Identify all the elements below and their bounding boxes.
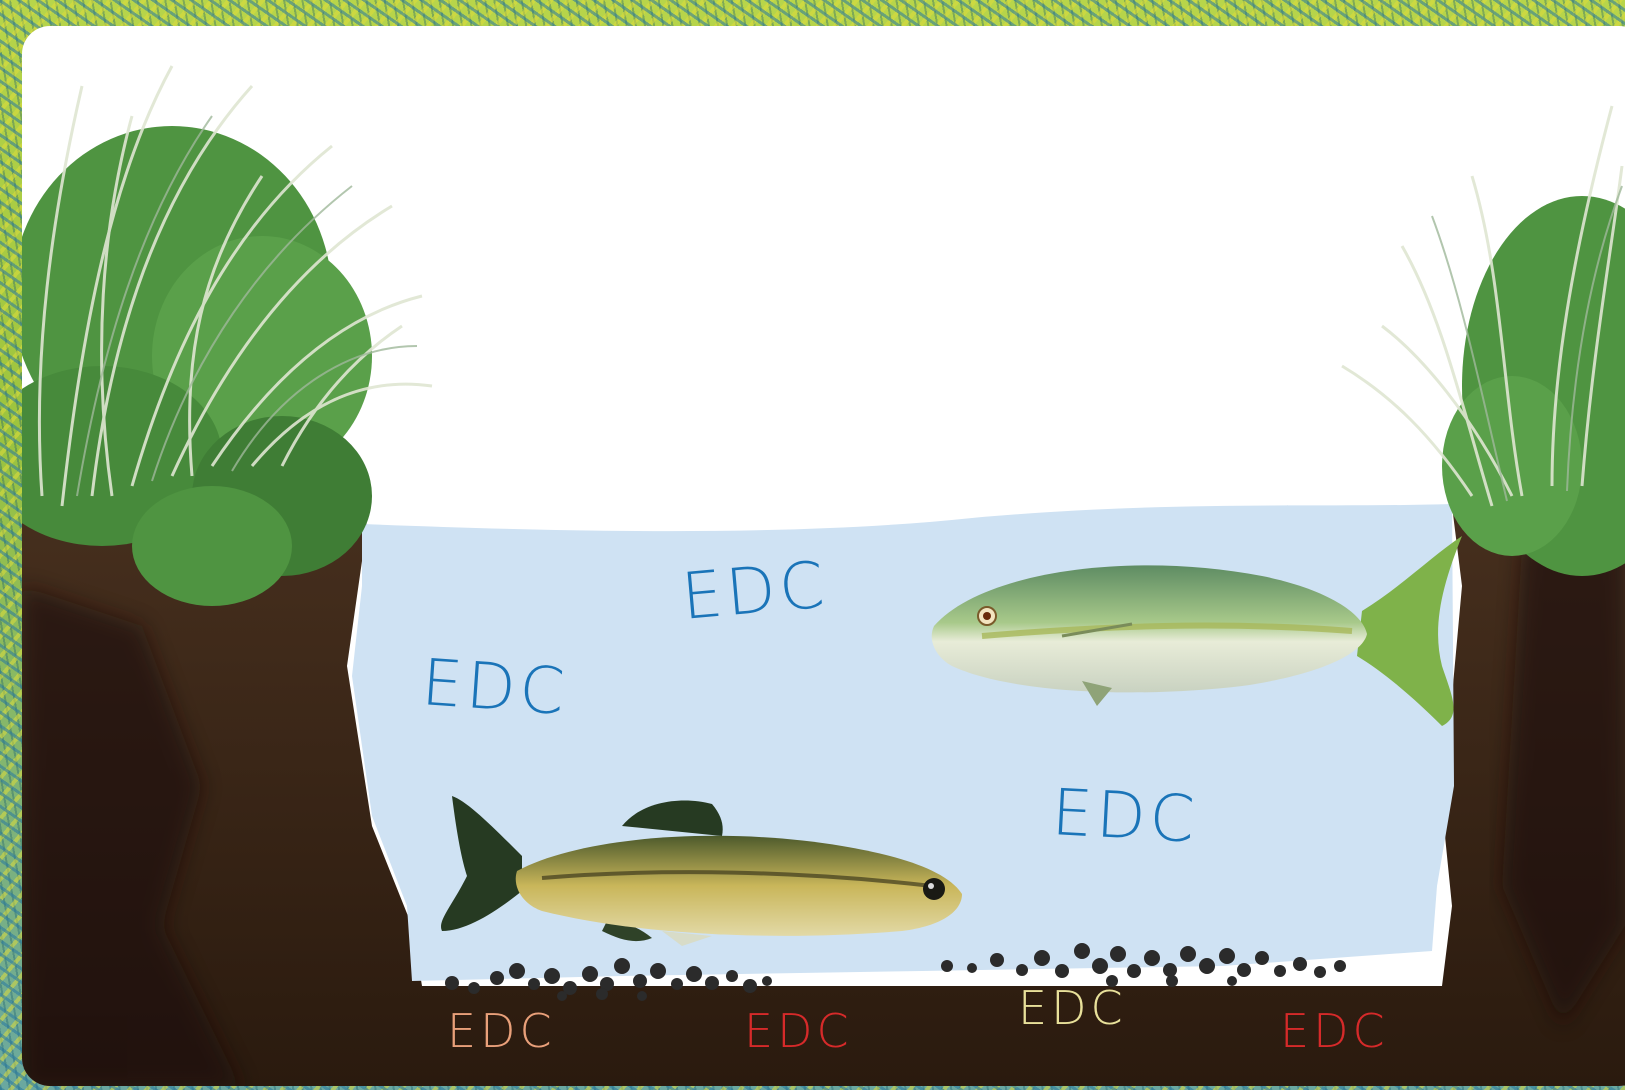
edc-label-sediment-1: EDC [447,1004,556,1058]
edc-label-water-1: EDC [419,646,570,730]
edc-label-sediment-2: EDC [744,1004,853,1058]
edc-label-sediment-3: EDC [1018,981,1127,1035]
edc-label-sediment-4: EDC [1280,1004,1389,1058]
edc-label-water-2: EDC [679,548,831,634]
illustration-panel: EDC EDC EDC EDC EDC EDC EDC [22,26,1625,1086]
edc-label-water-3: EDC [1050,776,1200,858]
